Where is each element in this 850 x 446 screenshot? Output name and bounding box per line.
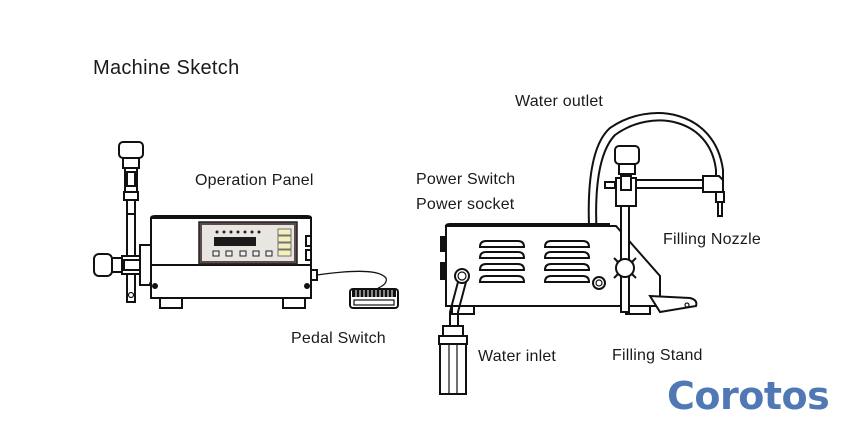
side-valve-knob bbox=[93, 253, 113, 277]
filling-nozzle bbox=[717, 201, 723, 217]
corotos-watermark-logo: Corotos bbox=[667, 374, 830, 418]
top-valve-knob bbox=[118, 141, 144, 159]
label-water-outlet: Water outlet bbox=[515, 93, 604, 110]
label-operation-panel: Operation Panel bbox=[195, 172, 314, 189]
side-valve-knob-top bbox=[614, 145, 640, 165]
label-filling-stand: Filling Stand bbox=[612, 347, 703, 364]
label-power-socket: Power socket bbox=[416, 196, 515, 213]
operation-panel bbox=[198, 221, 298, 265]
vent-slots-left bbox=[478, 240, 526, 283]
side-view-machine bbox=[438, 112, 725, 395]
front-view-machine bbox=[93, 141, 399, 309]
label-pedal-switch: Pedal Switch bbox=[291, 330, 386, 347]
label-power-switch: Power Switch bbox=[416, 171, 516, 188]
nozzle-holder bbox=[702, 175, 724, 193]
label-filling-nozzle: Filling Nozzle bbox=[663, 231, 761, 248]
outlet-hose bbox=[587, 112, 724, 283]
label-water-inlet: Water inlet bbox=[478, 348, 557, 365]
panel-display bbox=[214, 237, 256, 246]
diagram-title: Machine Sketch bbox=[93, 57, 240, 79]
inlet-filter bbox=[442, 325, 464, 337]
pedal-switch bbox=[349, 288, 399, 309]
vent-slots-right bbox=[543, 240, 591, 283]
pedal-cable bbox=[316, 270, 387, 289]
